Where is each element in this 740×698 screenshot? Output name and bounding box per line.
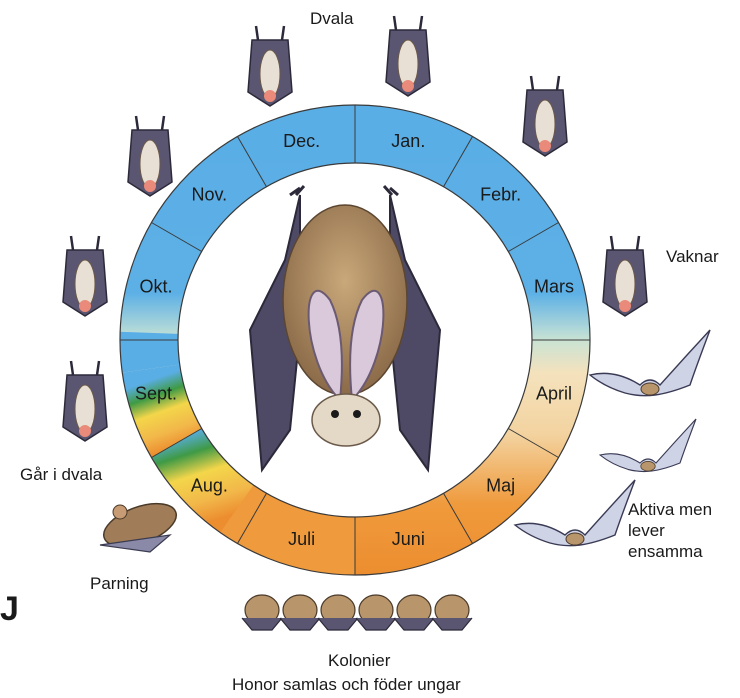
label-honor: Honor samlas och föder ungar	[232, 674, 461, 695]
month-label: April	[536, 383, 572, 403]
month-label: Juli	[288, 529, 315, 549]
month-label: Juni	[392, 529, 425, 549]
label-vaknar: Vaknar	[666, 246, 719, 267]
label-kolonier: Kolonier	[328, 650, 390, 671]
month-label: Sept.	[135, 383, 177, 403]
label-dvala: Dvala	[310, 8, 353, 29]
month-label: Dec.	[283, 131, 320, 151]
margin-glyph: J	[0, 590, 19, 629]
month-label: Mars	[534, 277, 574, 297]
month-label: Aug.	[191, 476, 228, 496]
label-aktiva: Aktiva men lever ensamma	[628, 499, 728, 562]
label-gar-i-dvala: Går i dvala	[20, 464, 102, 485]
month-label: Febr.	[480, 184, 521, 204]
month-label: Nov.	[191, 184, 227, 204]
label-parning: Parning	[90, 573, 149, 594]
month-label: Okt.	[140, 277, 173, 297]
month-label: Maj	[486, 476, 515, 496]
month-label: Jan.	[391, 131, 425, 151]
